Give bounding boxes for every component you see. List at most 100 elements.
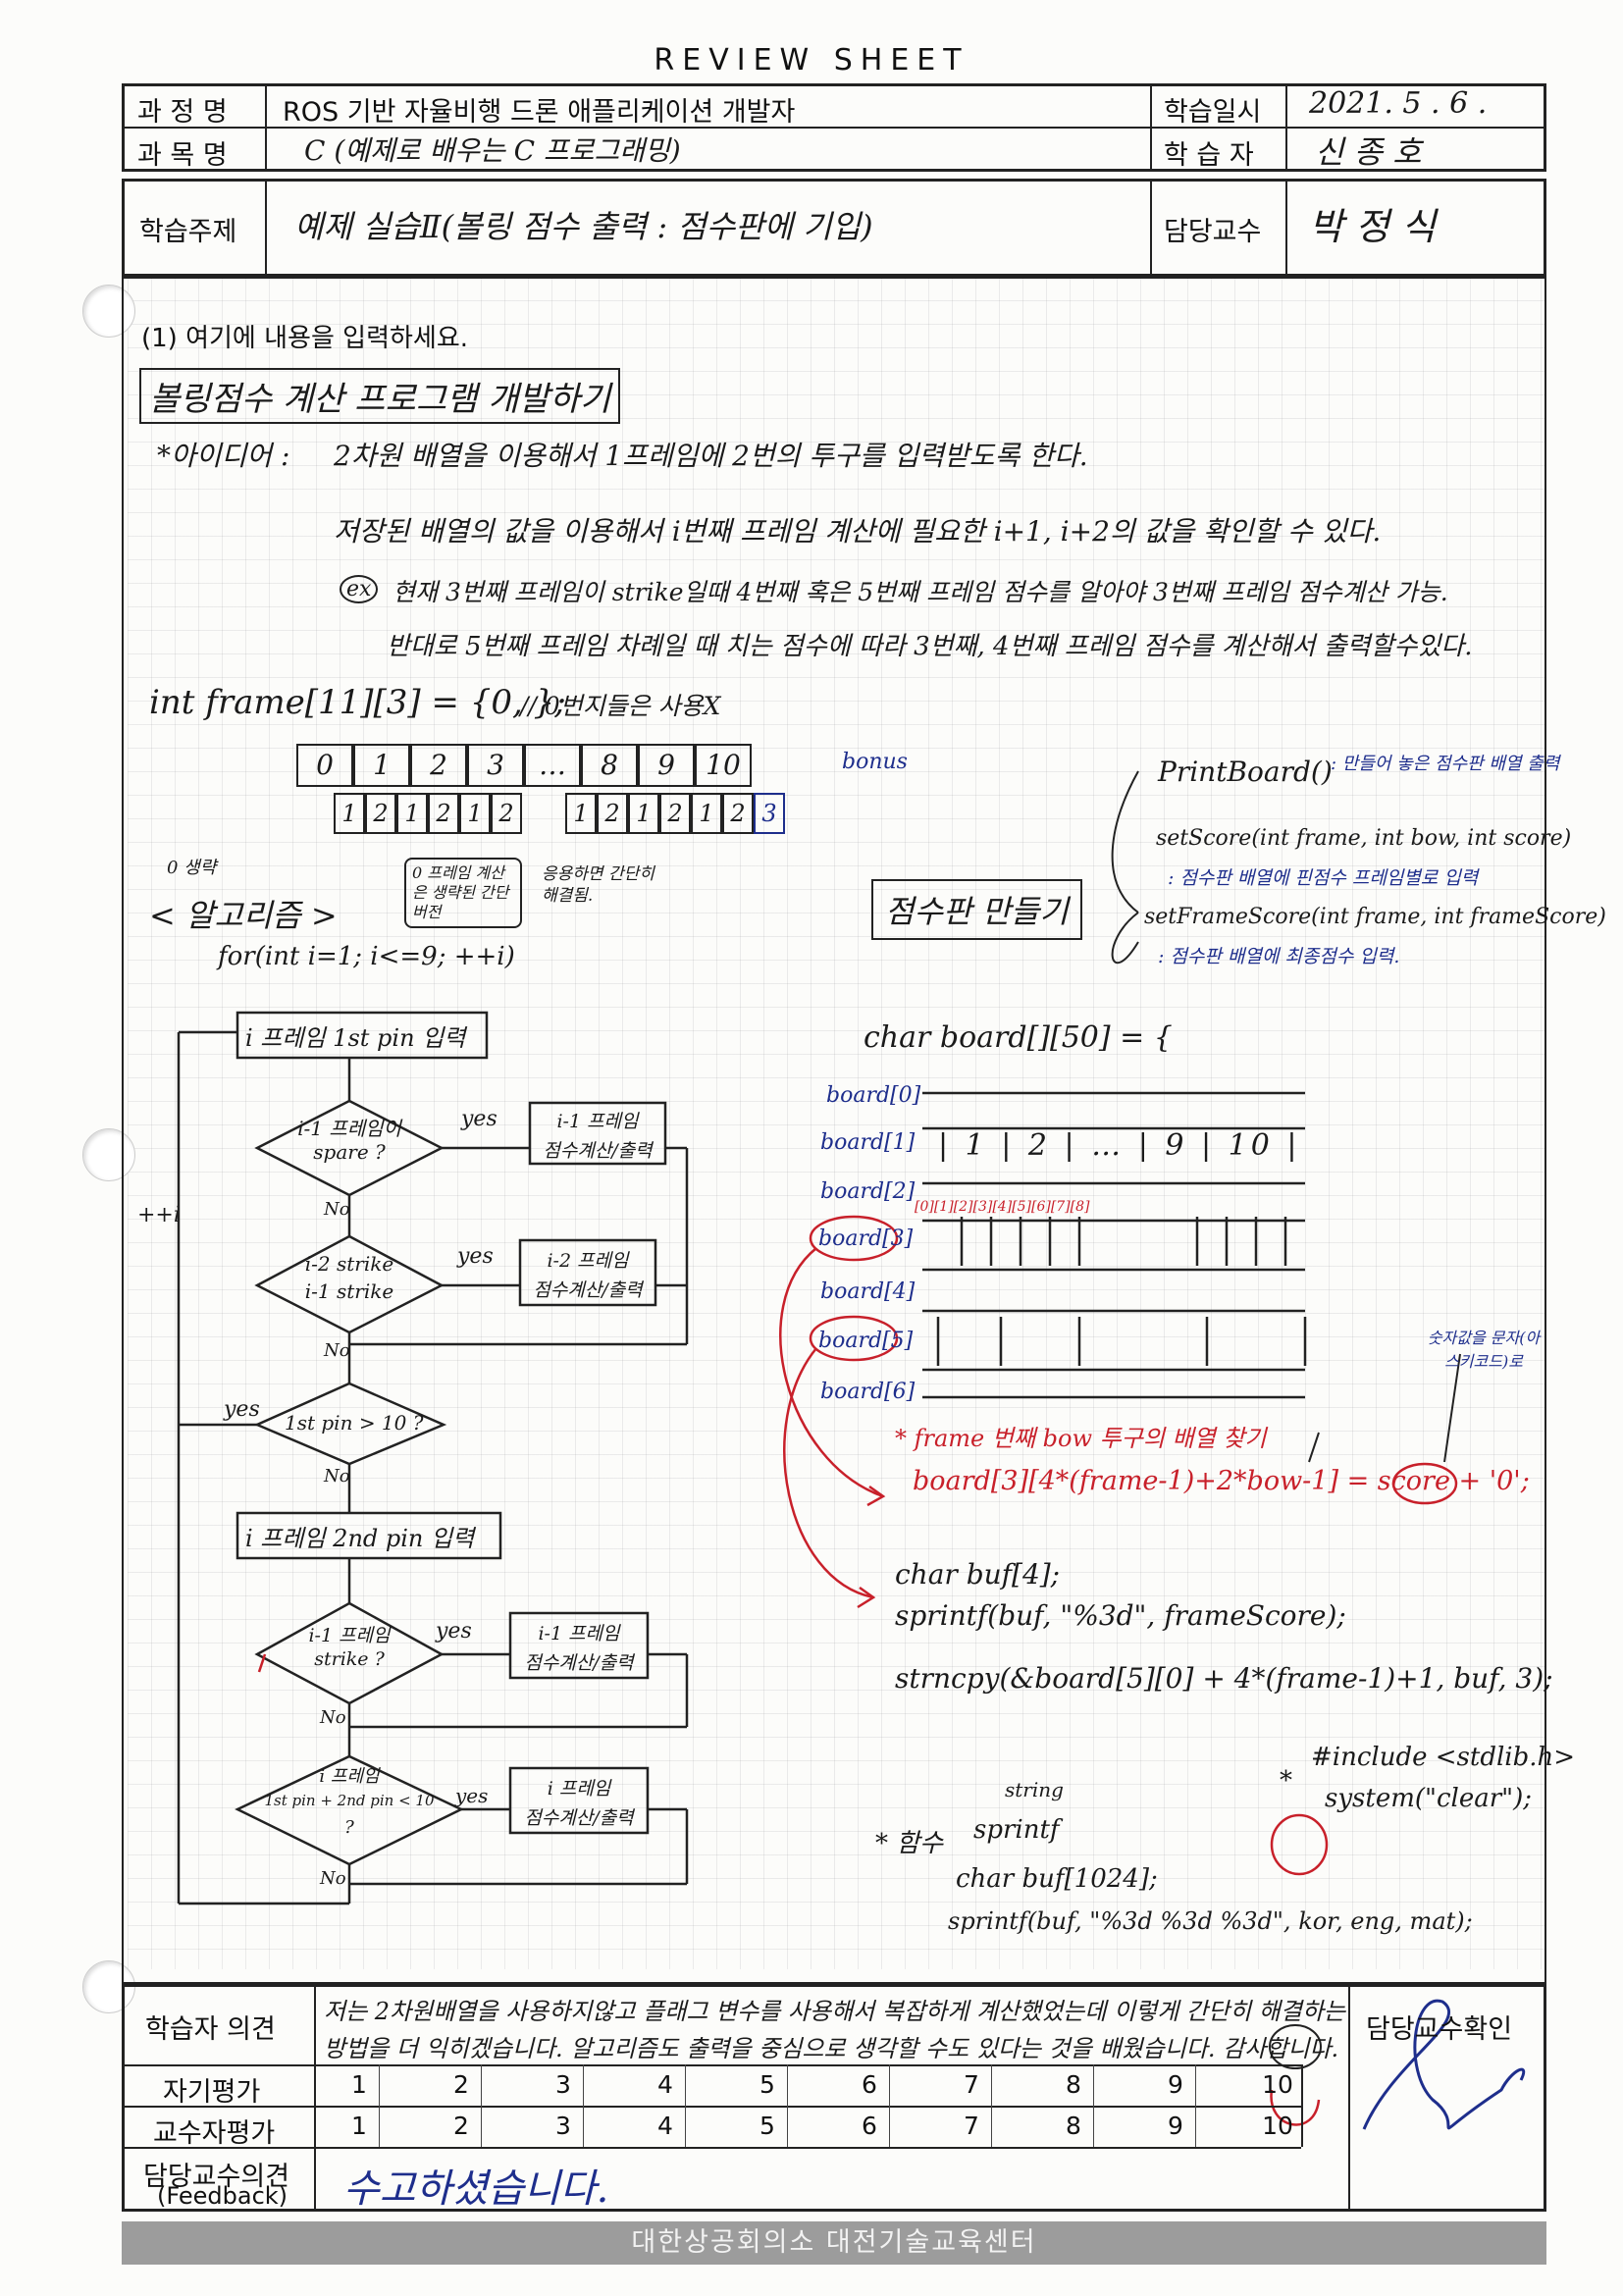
array-comment: // 0번지들은 사용X <box>520 692 721 720</box>
frame-index-cell: 0 <box>296 744 353 787</box>
strncpy-line: strncpy(&board[5][0] + 4*(frame-1)+1, bu… <box>895 1662 1553 1695</box>
prof-eval-label: 교수자평가 <box>153 2118 276 2149</box>
flow-decision-1-yes: yes <box>461 1107 497 1131</box>
self-eval-score-option[interactable]: 5 <box>759 2070 775 2099</box>
score-divider <box>685 2064 686 2147</box>
simplified-note: 0 프레임 계산은 생략된 간단 버전 <box>404 858 522 928</box>
index-formula: board[3][4*(frame-1)+2*bow-1] = score + … <box>913 1466 1530 1496</box>
flow-decision-1-line2: spare ? <box>313 1140 386 1164</box>
buf-declaration: char buf[4]; <box>895 1558 1061 1591</box>
professor-value: 박 정 식 <box>1309 205 1437 248</box>
flow-action-5-line2: 점수계산/출력 <box>524 1807 634 1829</box>
sprintf-line: sprintf(buf, "%3d", frameScore); <box>895 1599 1346 1632</box>
score-divider <box>481 2064 482 2147</box>
simplified-note-2: 응용하면 간단히 해결됨. <box>542 864 654 906</box>
prof-eval-score-option[interactable]: 4 <box>657 2112 673 2140</box>
flow-decision-3-yes: yes <box>224 1397 260 1422</box>
prof-eval-score-option[interactable]: 8 <box>1066 2112 1081 2140</box>
self-eval-score-option[interactable]: 2 <box>453 2070 469 2099</box>
flow-action-4-line2: 점수계산/출력 <box>524 1652 634 1674</box>
prof-eval-score-option[interactable]: 3 <box>555 2112 571 2140</box>
frame-index-cell: 10 <box>695 744 752 787</box>
prof-eval-score-option[interactable]: 10 <box>1262 2112 1293 2140</box>
sheet-title: REVIEW SHEET <box>654 43 969 78</box>
score-divider <box>1195 2064 1196 2147</box>
self-eval-score-option[interactable]: 10 <box>1262 2070 1293 2099</box>
date-value: 2021. 5 . 6 . <box>1309 86 1488 121</box>
throw-cell: 2 <box>597 793 628 834</box>
frame-index-cell: 9 <box>638 744 695 787</box>
content-prompt: (1) 여기에 내용을 입력하세요. <box>141 324 469 353</box>
subject-value: C (예제로 배우는 C 프로그래밍) <box>304 134 681 167</box>
punch-hole-top <box>82 285 135 338</box>
flow-decision-4-line1: i-1 프레임 <box>308 1625 391 1646</box>
throw-cell: 1 <box>334 793 365 834</box>
board-row-1-content: | 1 | 2 | … | 9 | 10 | <box>938 1128 1301 1163</box>
course-value: ROS 기반 자율비행 드론 애플리케이션 개발자 <box>283 97 796 128</box>
opinion-text-line1: 저는 2차원배열을 사용하지않고 플래그 변수를 사용해서 복잡하게 계산했었는… <box>324 1998 1345 2025</box>
prof-eval-score-option[interactable]: 1 <box>351 2112 367 2140</box>
throw-cell: 2 <box>428 793 459 834</box>
print-board-note: : 만들어 놓은 점수판 배열 출력 <box>1331 754 1560 774</box>
include-star: * <box>1280 1766 1292 1796</box>
feedback-label: 담당교수의견 <box>143 2162 290 2192</box>
throw-cell: 1 <box>459 793 491 834</box>
score-divider <box>991 2064 992 2147</box>
board-row-2: board[2] <box>820 1179 916 1204</box>
self-eval-score-option[interactable]: 8 <box>1066 2070 1081 2099</box>
evaluation-table <box>122 1984 1546 2212</box>
prof-eval-score-option[interactable]: 9 <box>1168 2112 1183 2140</box>
flow-decision-3: 1st pin > 10 ? <box>285 1411 424 1435</box>
flow-decision-2-line1: i-2 strike <box>304 1252 394 1276</box>
board-section-title: 점수판 만들기 <box>871 879 1082 940</box>
student-label: 학 습 자 <box>1164 140 1254 171</box>
flow-decision-2-line2: i-1 strike <box>304 1279 394 1303</box>
topic-value: 예제 실습Ⅱ(볼링 점수 출력 : 점수판에 기입) <box>294 208 873 245</box>
prof-eval-score-option[interactable]: 2 <box>453 2112 469 2140</box>
flow-action-1-line2: 점수계산/출력 <box>543 1140 653 1162</box>
student-value: 신 종 호 <box>1315 133 1422 171</box>
flow-decision-3-no: No <box>324 1466 350 1487</box>
board-row-3: board[3] <box>818 1226 914 1251</box>
score-divider <box>379 2064 380 2147</box>
prof-eval-score-option[interactable]: 5 <box>759 2112 775 2140</box>
example-line2: 반대로 5번째 프레임 차례일 때 치는 점수에 따라 3번째, 4번째 프레임… <box>387 632 1473 661</box>
set-frame-score-fn: setFrameScore(int frame, int frameScore) <box>1144 905 1606 929</box>
set-score-fn: setScore(int frame, int bow, int score) <box>1156 826 1572 851</box>
frame-index-cell: 8 <box>581 744 638 787</box>
feedback-text: 수고하셨습니다. <box>343 2166 609 2212</box>
flow-decision-5-no: No <box>320 1868 346 1889</box>
flow-decision-1-line1: i-1 프레임이 <box>297 1117 401 1140</box>
score-divider <box>583 2064 584 2147</box>
flow-decision-2-yes: yes <box>457 1244 494 1269</box>
idea-line1: 2차원 배열을 이용해서 1프레임에 2번의 투구를 입력받도록 한다. <box>334 440 1088 472</box>
self-eval-score-option[interactable]: 1 <box>351 2070 367 2099</box>
prof-eval-score-option[interactable]: 6 <box>862 2112 877 2140</box>
example-mark: ex <box>340 575 379 603</box>
self-eval-score-option[interactable]: 7 <box>964 2070 979 2099</box>
system-line: system("clear"); <box>1325 1784 1533 1813</box>
print-board-fn: PrintBoard() <box>1158 756 1333 788</box>
flow-decision-1-no: No <box>324 1199 350 1220</box>
prof-eval-score-option[interactable]: 7 <box>964 2112 979 2140</box>
self-eval-score-option[interactable]: 9 <box>1168 2070 1183 2099</box>
self-eval-score-option[interactable]: 3 <box>555 2070 571 2099</box>
flow-decision-5-line1: i 프레임 <box>319 1766 380 1787</box>
punch-hole-bottom <box>82 1960 135 2013</box>
frame-index-cell: 3 <box>467 744 524 787</box>
content-area <box>122 277 1546 1984</box>
example-line1: 현재 3번째 프레임이 strike일때 4번째 혹은 5번째 프레임 점수를 … <box>393 578 1448 606</box>
opinion-text-line2: 방법을 더 익히겠습니다. 알고리즘도 출력을 중심으로 생각할 수도 있다는 … <box>324 2035 1339 2062</box>
throw-cell: 2 <box>659 793 691 834</box>
throw-cell: 2 <box>722 793 754 834</box>
flow-action-4-line1: i-1 프레임 <box>538 1623 620 1644</box>
flow-decision-4-no: No <box>320 1707 346 1728</box>
flow-decision-2-no: No <box>324 1340 350 1361</box>
throw-cell: 2 <box>491 793 522 834</box>
board-row-1: board[1] <box>820 1130 916 1155</box>
self-eval-score-option[interactable]: 6 <box>862 2070 877 2099</box>
ascii-note: 숫자값을 문자(아스키코드)로 <box>1427 1329 1541 1371</box>
self-eval-score-option[interactable]: 4 <box>657 2070 673 2099</box>
